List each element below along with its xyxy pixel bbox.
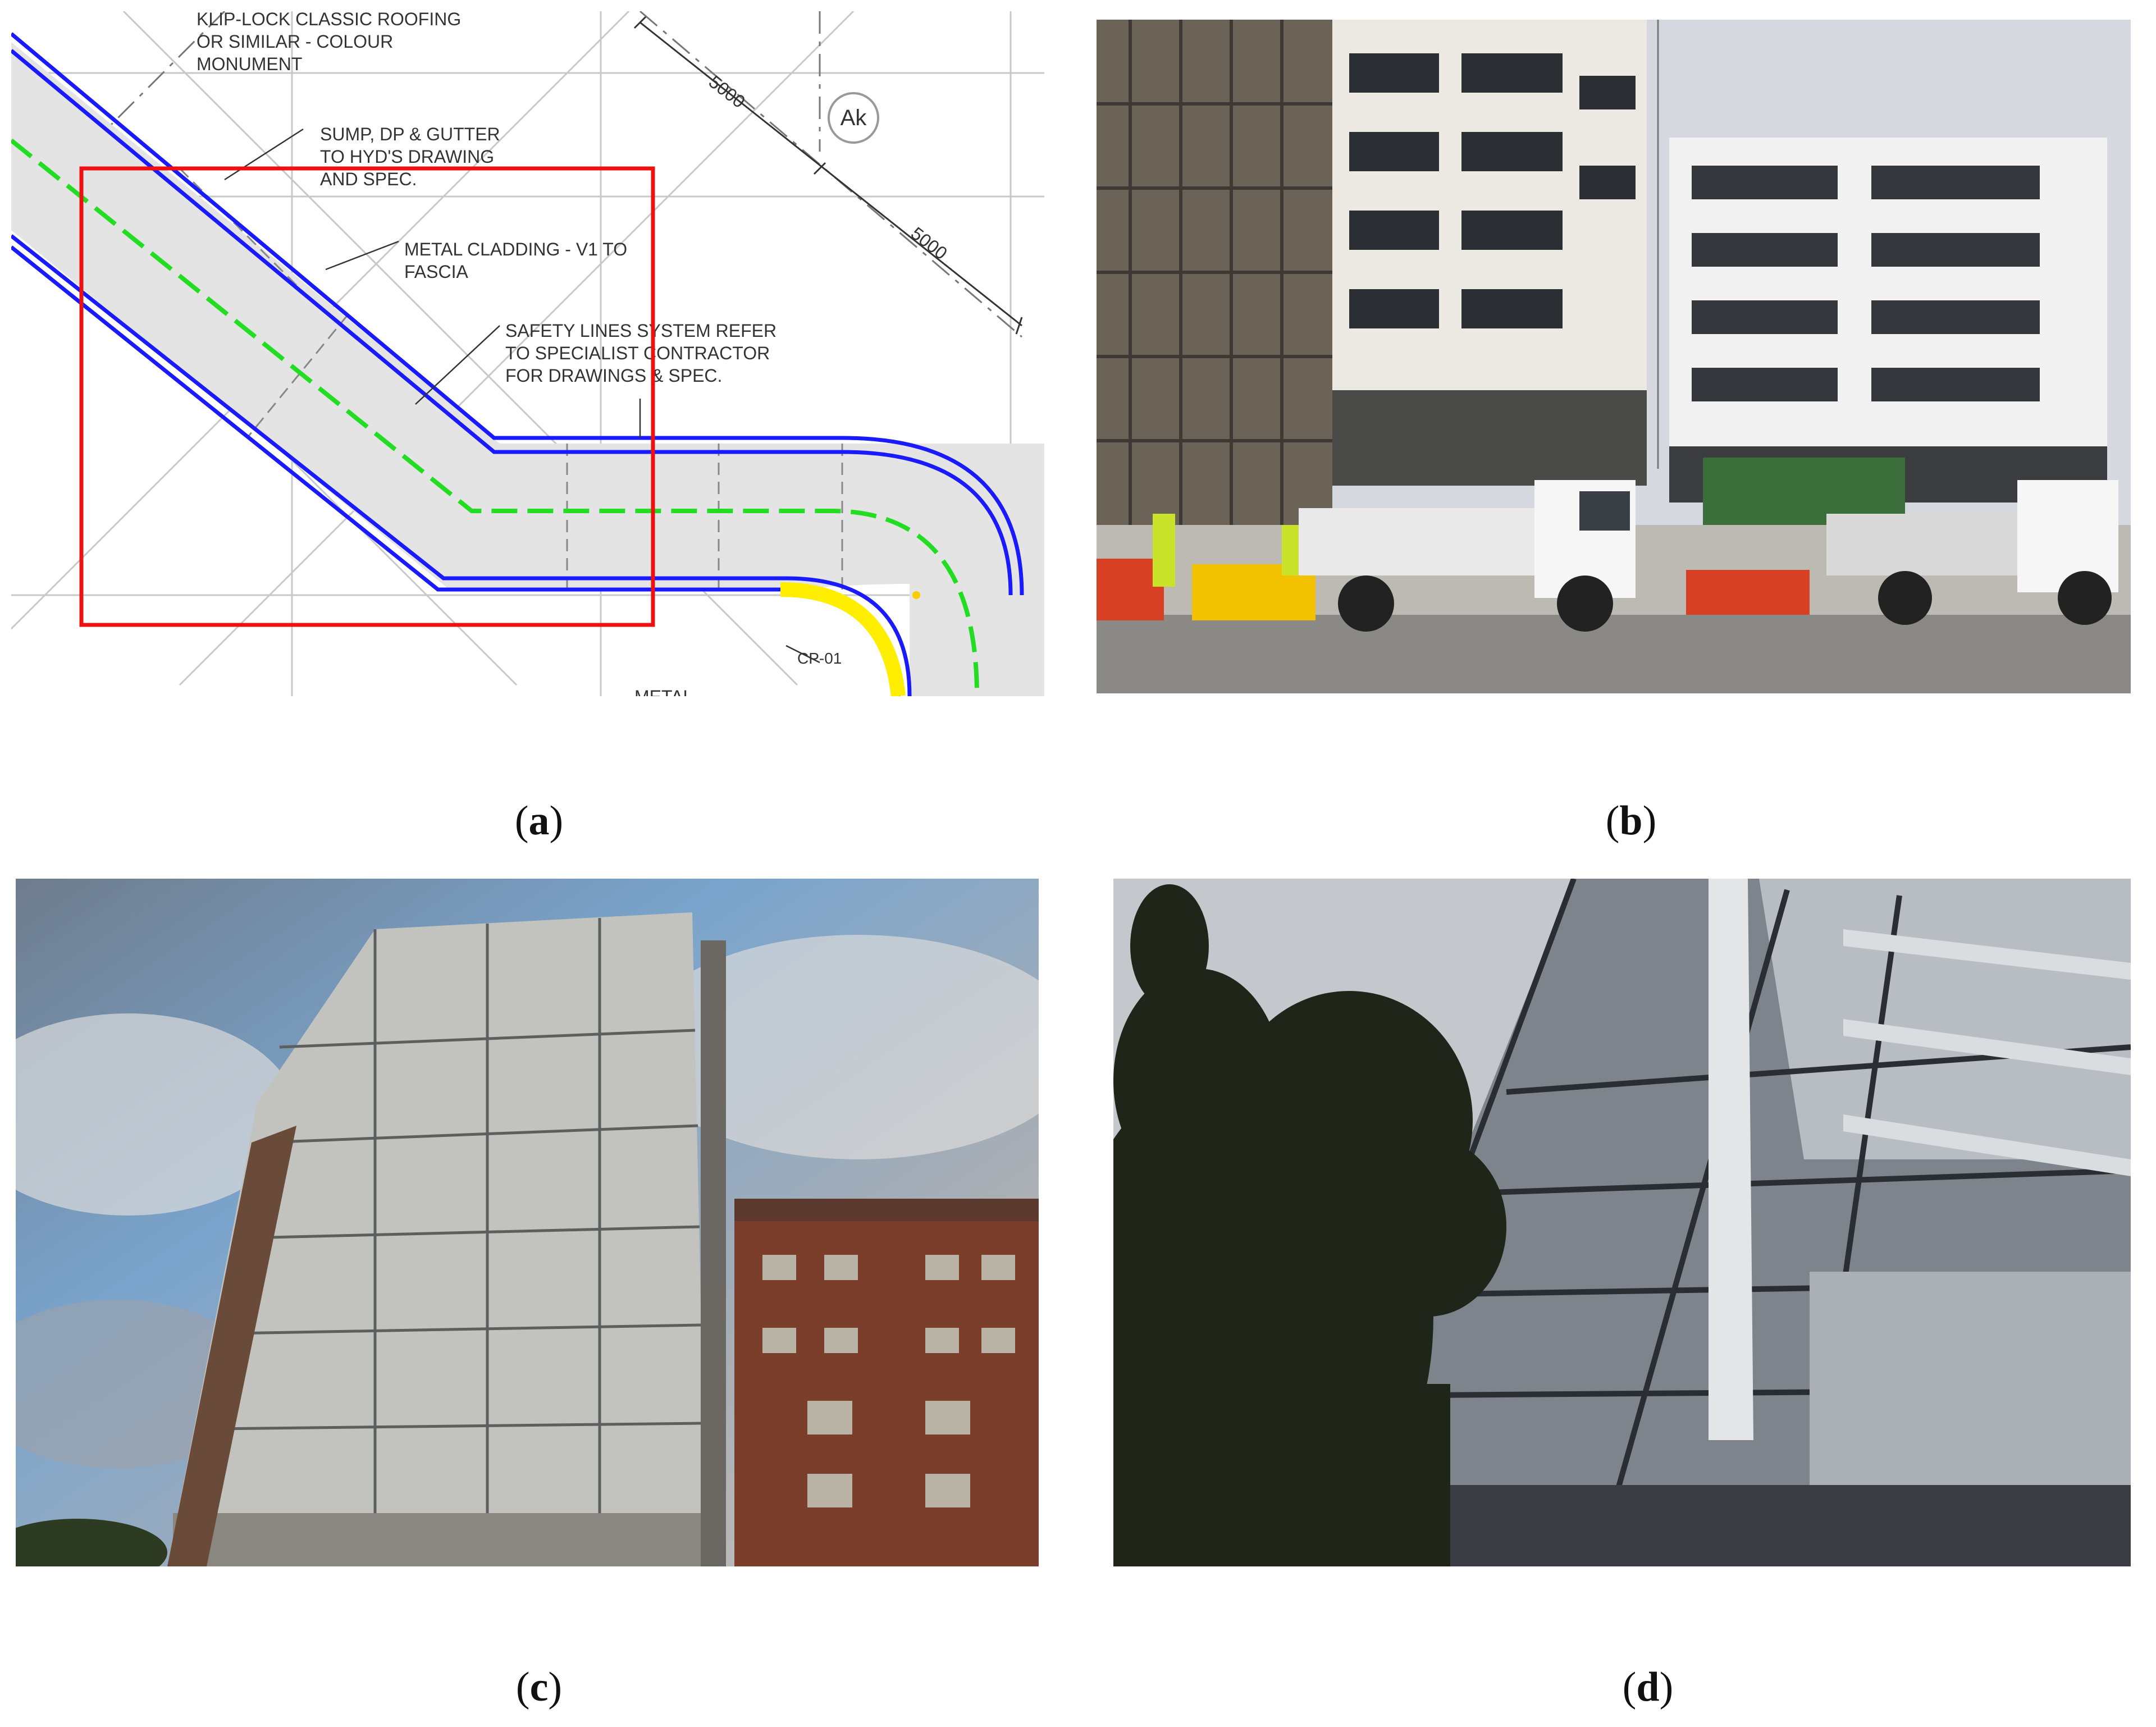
grid-bubble-label: Ak xyxy=(841,106,867,130)
note-metal: METAL xyxy=(634,687,693,696)
roof-edge-outer xyxy=(11,32,1024,596)
note-cp: CP-01 xyxy=(797,650,842,667)
note-similar: OR SIMILAR - COLOUR xyxy=(197,31,393,52)
caption-b: (b) xyxy=(1605,798,1657,844)
note-monument: MONUMENT xyxy=(197,54,302,74)
dimension-label-2: 5000 xyxy=(907,223,951,263)
panel-c-photo xyxy=(16,879,1039,1566)
caption-c: (c) xyxy=(515,1664,563,1710)
note-safety-2: TO SPECIALIST CONTRACTOR xyxy=(505,343,770,363)
note-cladding-2: FASCIA xyxy=(404,262,468,282)
roof-strip xyxy=(11,42,1044,696)
panel-b-photo xyxy=(1097,20,2131,693)
note-safety-1: SAFETY LINES SYSTEM REFER xyxy=(505,321,776,341)
grid-bubble xyxy=(828,92,879,144)
note-sump-1: SUMP, DP & GUTTER xyxy=(320,124,500,144)
note-cladding-1: METAL CLADDING - V1 TO xyxy=(404,239,627,259)
panel-d-photo xyxy=(1113,879,2131,1566)
gutter-highlight xyxy=(780,582,906,696)
highlight-box xyxy=(79,166,655,627)
note-safety-3: FOR DRAWINGS & SPEC. xyxy=(505,365,722,386)
caption-a: (a) xyxy=(514,798,564,844)
dimension-label-1: 5000 xyxy=(705,71,749,112)
note-sump-2: TO HYD'S DRAWING xyxy=(320,147,494,167)
panel-a-drawing: 5000 5000 Ak xyxy=(11,11,1044,696)
note-sump-3: AND SPEC. xyxy=(320,169,417,189)
note-roofing: KLIP-LOCK CLASSIC ROOFING xyxy=(197,11,461,29)
safety-line xyxy=(11,138,979,696)
caption-d: (d) xyxy=(1622,1664,1674,1710)
